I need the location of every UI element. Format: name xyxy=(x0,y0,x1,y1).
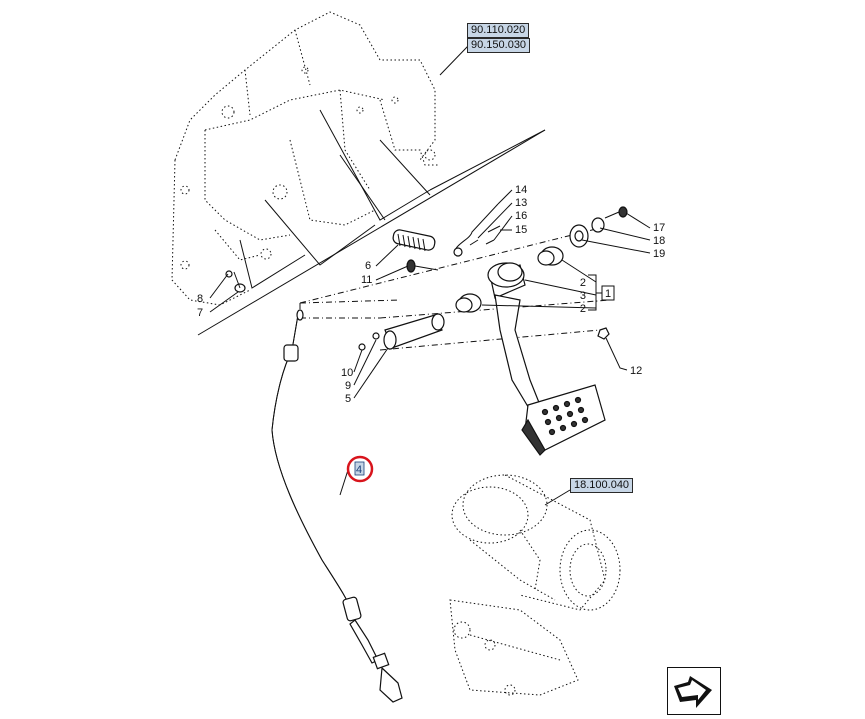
ref-leader-1 xyxy=(439,45,469,76)
nut-part-12 xyxy=(597,327,610,340)
spring-part xyxy=(392,229,436,252)
callout-3: 3 xyxy=(580,290,586,302)
callout-13: 13 xyxy=(515,197,527,209)
callout-8: 8 xyxy=(197,293,203,305)
callout-19: 19 xyxy=(653,248,665,260)
callout-numbers: 14 13 16 15 17 18 19 6 11 2 3 2 8 7 10 9… xyxy=(197,184,665,405)
callout-6: 6 xyxy=(365,260,371,272)
callout-4: 4 xyxy=(356,464,362,476)
pin-parts xyxy=(469,225,501,246)
callout-5: 5 xyxy=(345,393,351,405)
assembly-axis-lines xyxy=(299,227,611,351)
frame-section-lines xyxy=(197,109,546,336)
clutch-pedal xyxy=(487,262,606,456)
bolt-part-11 xyxy=(406,259,439,273)
reference-link-90-150-030[interactable]: 90.150.030 xyxy=(467,38,531,53)
bushing-parts xyxy=(455,246,564,313)
callout-leaders xyxy=(209,189,651,399)
callout-18: 18 xyxy=(653,235,665,247)
callout-1-box: 1 xyxy=(601,285,615,301)
callout-11: 11 xyxy=(361,274,372,286)
ref-leader-3 xyxy=(544,489,571,506)
callout-16: 16 xyxy=(515,210,527,222)
callout-15: 15 xyxy=(515,224,527,236)
callout-12: 12 xyxy=(630,365,642,377)
highlight-ring xyxy=(346,455,374,483)
callout-10: 10 xyxy=(341,367,353,379)
callout-9: 9 xyxy=(345,380,351,392)
callout-2-lower: 2 xyxy=(580,303,586,315)
callout-1: 1 xyxy=(605,288,611,300)
arrow-glyph xyxy=(674,676,712,708)
reference-link-18-100-040[interactable]: 18.100.040 xyxy=(570,478,634,493)
callout-14: 14 xyxy=(515,184,527,196)
callout-2-upper: 2 xyxy=(580,277,586,289)
washer-parts xyxy=(569,206,628,248)
next-page-arrow-icon[interactable] xyxy=(667,667,721,715)
pedal-grip-holes xyxy=(541,396,589,436)
bolt-parts-7-8 xyxy=(225,270,246,293)
reference-link-90-110-020[interactable]: 90.110.020 xyxy=(467,23,530,38)
shaft-part-5 xyxy=(358,313,445,351)
frame-bracket xyxy=(171,11,438,306)
highlighted-callout-4[interactable]: 4 xyxy=(346,455,374,483)
callout-17: 17 xyxy=(653,222,665,234)
clutch-cable xyxy=(271,309,403,703)
clip-part-14 xyxy=(453,203,499,257)
transmission-housing xyxy=(449,474,621,696)
callout-7: 7 xyxy=(197,307,203,319)
